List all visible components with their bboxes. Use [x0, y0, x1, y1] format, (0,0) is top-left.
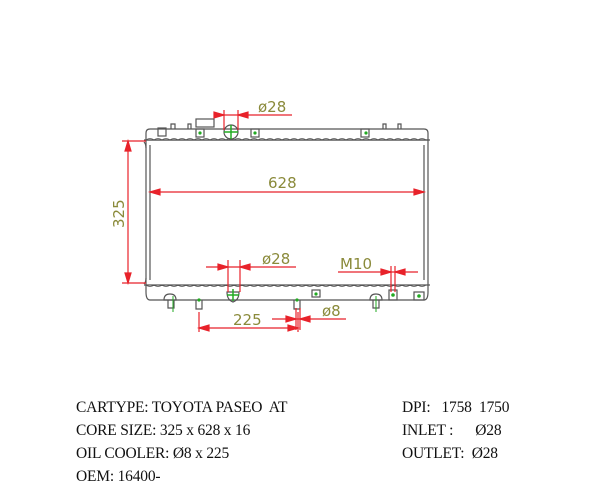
- radiator-drawing: 325 628 ø28 ø28 M10 225 ø8: [110, 98, 430, 332]
- dim-bottom-outlet-label: ø28: [262, 250, 290, 268]
- dim-height-label: 325: [110, 199, 128, 228]
- bottom-tank: [144, 284, 430, 310]
- dim-oil-cooler-diameter-label: ø8: [322, 302, 341, 320]
- top-tank: [144, 118, 430, 141]
- dim-drain-thread-label: M10: [340, 255, 372, 273]
- dimension-lines: [122, 110, 427, 332]
- spec-cartype: CARTYPE: TOYOTA PASEO AT: [76, 399, 288, 416]
- bottom-outlet-fitting: [172, 289, 421, 312]
- dim-width-label: 628: [268, 174, 297, 192]
- spec-outlet: OUTLET: Ø28: [402, 445, 498, 462]
- spec-core-size: CORE SIZE: 325 x 628 x 16: [76, 422, 251, 439]
- spec-inlet: INLET : Ø28: [402, 422, 502, 439]
- spec-oem: OEM: 16400-: [76, 468, 161, 485]
- top-inlet-fitting: [198, 124, 368, 140]
- spec-oil-cooler: OIL COOLER: Ø8 x 225: [76, 445, 229, 462]
- dim-oil-cooler-spacing-label: 225: [233, 311, 262, 329]
- spec-dpi: DPI: 1758 1750: [402, 399, 510, 416]
- dim-top-inlet-label: ø28: [258, 98, 286, 116]
- radiator-core: [143, 140, 429, 285]
